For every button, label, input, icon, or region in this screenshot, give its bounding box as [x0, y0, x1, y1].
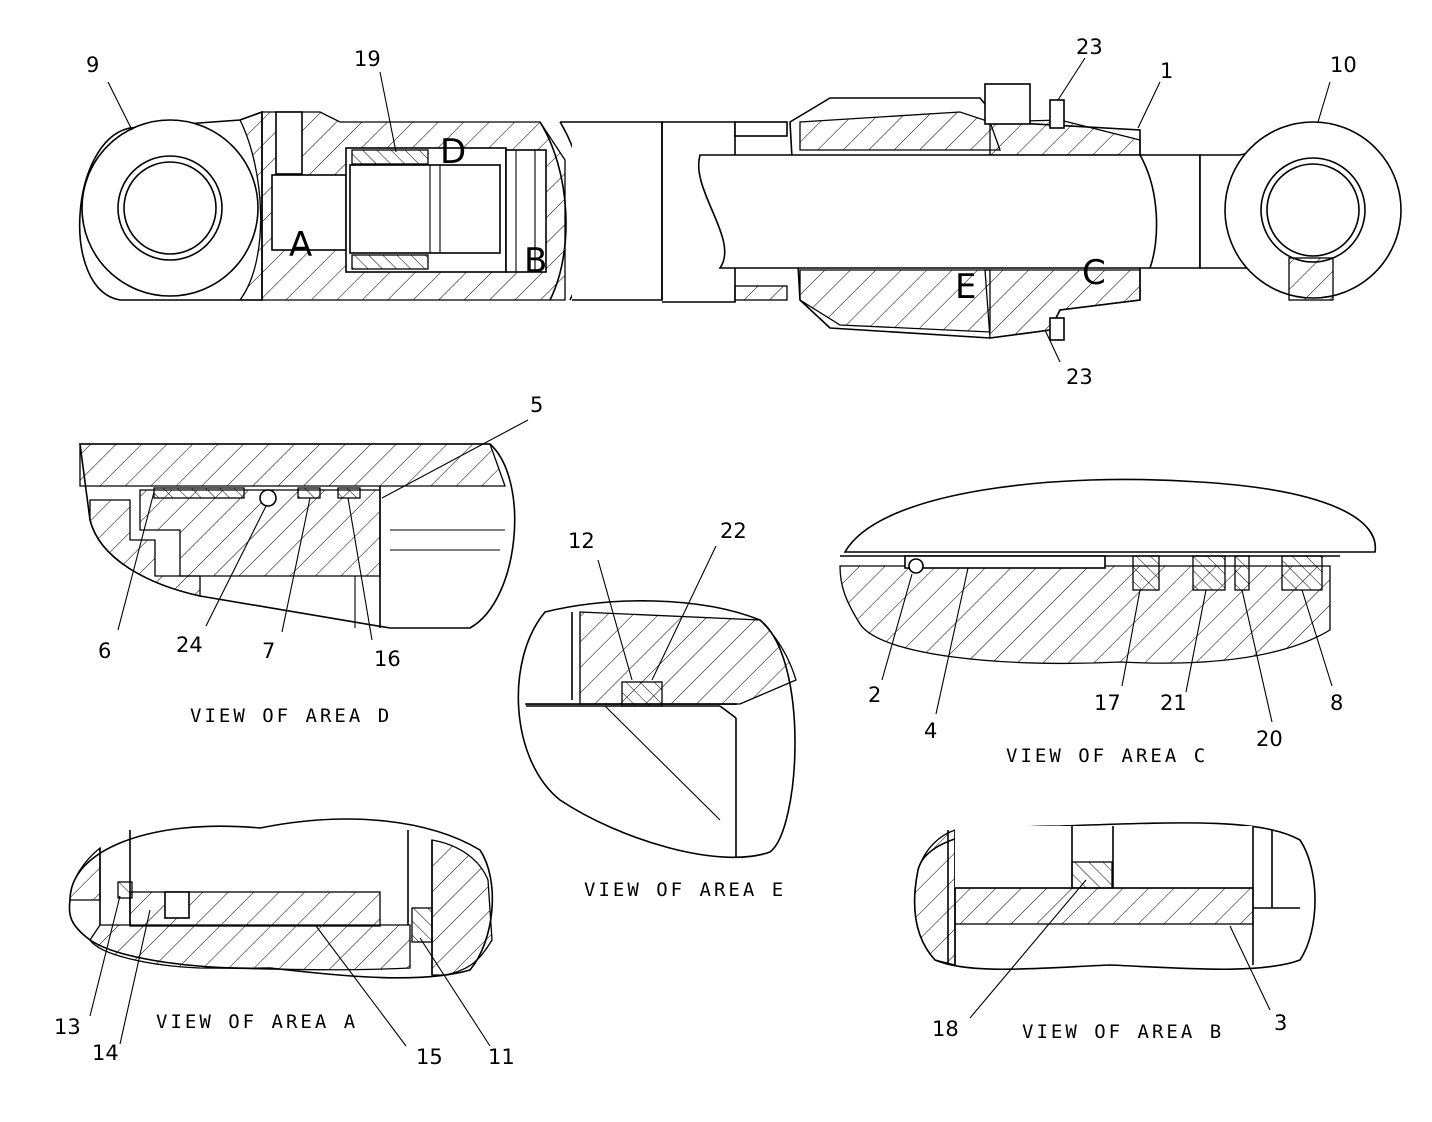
callout-3: 3 [1274, 1011, 1287, 1035]
callout-5: 5 [530, 393, 543, 417]
main-cylinder-assembly: A B D C E 9 19 23 1 10 23 [78, 35, 1402, 389]
area-letter-a: A [289, 225, 312, 265]
leader-3 [1229, 925, 1271, 1011]
callout-1: 1 [1160, 59, 1173, 83]
leader-5 [381, 419, 529, 499]
area-letter-d: D [440, 132, 466, 172]
callout-10: 10 [1330, 53, 1357, 77]
area-letter-b: B [524, 241, 547, 281]
callout-9: 9 [86, 53, 99, 77]
leader-6 [117, 491, 155, 631]
head-end-eye [78, 110, 263, 301]
callout-21: 21 [1160, 691, 1187, 715]
leader-8 [1301, 589, 1333, 687]
callout-16: 16 [374, 647, 401, 671]
callout-19: 19 [354, 47, 381, 71]
detail-view-d: 5 6 24 7 16 VIEW OF AREA D [79, 393, 543, 727]
leader-16 [347, 497, 373, 641]
callout-23-bottom: 23 [1066, 365, 1093, 389]
detail-view-b: 18 3 VIEW OF AREA B [913, 822, 1316, 1043]
leader-19 [379, 71, 397, 153]
leader-1 [1137, 81, 1161, 129]
detail-view-c: 2 4 17 21 20 8 VIEW OF AREA C [839, 478, 1377, 767]
callout-13: 13 [54, 1015, 81, 1039]
piston-rod [697, 154, 1201, 269]
caption-view-e: VIEW OF AREA E [584, 879, 786, 901]
leader-13 [89, 895, 121, 1017]
rod-end-eye [1199, 121, 1402, 301]
callout-11: 11 [488, 1045, 515, 1069]
caption-view-a: VIEW OF AREA A [156, 1011, 358, 1033]
leader-24 [205, 505, 267, 627]
leader-20 [1241, 589, 1273, 723]
callout-18: 18 [932, 1017, 959, 1041]
leader-18 [969, 879, 1087, 1019]
area-letter-c: C [1082, 253, 1106, 293]
caption-view-c: VIEW OF AREA C [1006, 745, 1208, 767]
leader-23-bottom [1044, 329, 1061, 363]
detail-view-e: 12 22 VIEW OF AREA E [517, 519, 797, 901]
leader-17 [1121, 589, 1141, 687]
leader-10 [1317, 81, 1331, 123]
leader-4 [935, 567, 969, 715]
callout-8: 8 [1330, 691, 1343, 715]
leader-14 [119, 909, 151, 1045]
leader-22 [651, 545, 717, 681]
callout-4: 4 [924, 719, 937, 743]
caption-view-b: VIEW OF AREA B [1022, 1021, 1224, 1043]
cylinder-barrel-left [261, 111, 566, 301]
leader-2 [881, 573, 913, 681]
callout-20: 20 [1256, 727, 1283, 751]
break-lines [539, 121, 663, 302]
detail-view-a: 13 14 15 11 VIEW OF AREA A [54, 818, 515, 1069]
callout-6: 6 [98, 639, 111, 663]
leader-9 [107, 81, 133, 131]
leader-15 [315, 925, 407, 1047]
callout-17: 17 [1094, 691, 1121, 715]
callout-15: 15 [416, 1045, 443, 1069]
callout-2: 2 [868, 683, 881, 707]
leader-7 [281, 497, 311, 633]
callout-24: 24 [176, 633, 203, 657]
callout-7: 7 [262, 639, 275, 663]
leader-23-top [1057, 57, 1086, 101]
leader-12 [597, 559, 633, 681]
callout-12: 12 [568, 529, 595, 553]
area-letter-e: E [955, 267, 976, 307]
caption-view-d: VIEW OF AREA D [190, 705, 392, 727]
callout-14: 14 [92, 1041, 119, 1065]
callout-22: 22 [720, 519, 747, 543]
callout-23-top: 23 [1076, 35, 1103, 59]
leader-11 [419, 937, 491, 1047]
leader-21 [1185, 589, 1207, 693]
